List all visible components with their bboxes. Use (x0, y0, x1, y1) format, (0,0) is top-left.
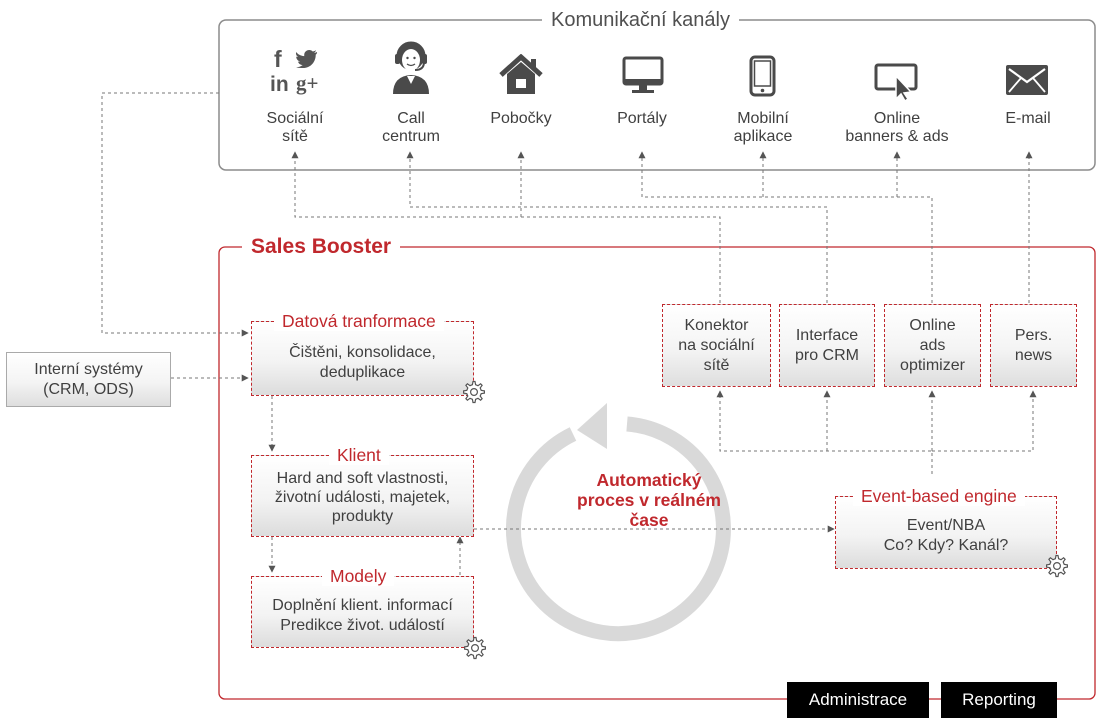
channels-frame (218, 19, 1096, 171)
client-title: Klient (329, 445, 389, 465)
line-engine-to-connectors (716, 390, 933, 474)
gear-icon (463, 380, 485, 404)
event-engine-title: Event-based engine (853, 486, 1025, 506)
sales-booster-frame (218, 246, 1096, 700)
linkedin-icon: in (270, 73, 289, 96)
facebook-icon: f (274, 46, 282, 72)
center-process-text: Automatický proces v reálném čase (577, 470, 721, 530)
line-ads-optimizer-up (638, 151, 933, 303)
monitor-icon (622, 56, 664, 93)
sales-booster-title: Sales Booster (242, 235, 401, 259)
call-center-agent-icon (393, 41, 429, 94)
data-transform-body: Čištěni, konsolidace, deduplikace (289, 344, 436, 381)
channel-label-call-center: Call centrum (382, 110, 440, 145)
connector-crm-box: Interface pro CRM (779, 304, 875, 387)
client-body: Hard and soft vlastnosti, životní událos… (274, 470, 451, 525)
channel-label-online-banners: Online banners & ads (845, 110, 949, 145)
data-transform-title: Datová tranformace (274, 311, 444, 331)
gear-icon (464, 636, 486, 660)
mobile-phone-icon (749, 55, 776, 97)
models-box: Modely Doplnění klient. informací Predik… (251, 566, 474, 648)
google-plus-icon: g+ (296, 71, 319, 95)
channel-label-portals: Portály (617, 110, 667, 127)
data-transform-box: Datová tranformace Čištěni, konsolidace,… (251, 311, 474, 396)
channel-label-email: E-mail (1005, 110, 1051, 127)
reporting-button[interactable]: Reporting (941, 682, 1057, 718)
envelope-icon (1006, 65, 1048, 95)
administrace-button[interactable]: Administrace (787, 682, 929, 718)
cursor-banner-icon (874, 63, 918, 101)
social-networks-icon: f in g+ (270, 46, 322, 98)
event-engine-box: Event-based engine Event/NBA Co? Kdy? Ka… (835, 486, 1057, 569)
channel-label-branches: Pobočky (490, 110, 552, 127)
connector-social-box: Konektor na sociální sítě (662, 304, 771, 387)
channel-label-social: Sociální sítě (266, 110, 324, 145)
client-box: Klient Hard and soft vlastnosti, životní… (251, 445, 474, 537)
connector-ads-box: Online ads optimizer (884, 304, 981, 387)
models-title: Modely (322, 566, 395, 586)
twitter-icon (296, 50, 318, 68)
models-body: Doplnění klient. informací Predikce živo… (272, 597, 453, 634)
line-crm-interface-up (406, 151, 828, 303)
channel-label-mobile: Mobilní aplikace (733, 110, 793, 145)
connector-news-box: Pers. news (990, 304, 1077, 387)
gear-icon (1046, 554, 1068, 578)
cycle-arrow (505, 403, 731, 642)
line-social-connector-up (291, 151, 721, 303)
channels-title: Komunikační kanály (542, 8, 739, 32)
line-channels-to-transform (101, 92, 249, 337)
event-engine-body: Event/NBA Co? Kdy? Kanál? (883, 517, 1009, 554)
internal-systems-box: Interní systémy (CRM, ODS) (6, 352, 171, 407)
house-icon (499, 54, 543, 94)
